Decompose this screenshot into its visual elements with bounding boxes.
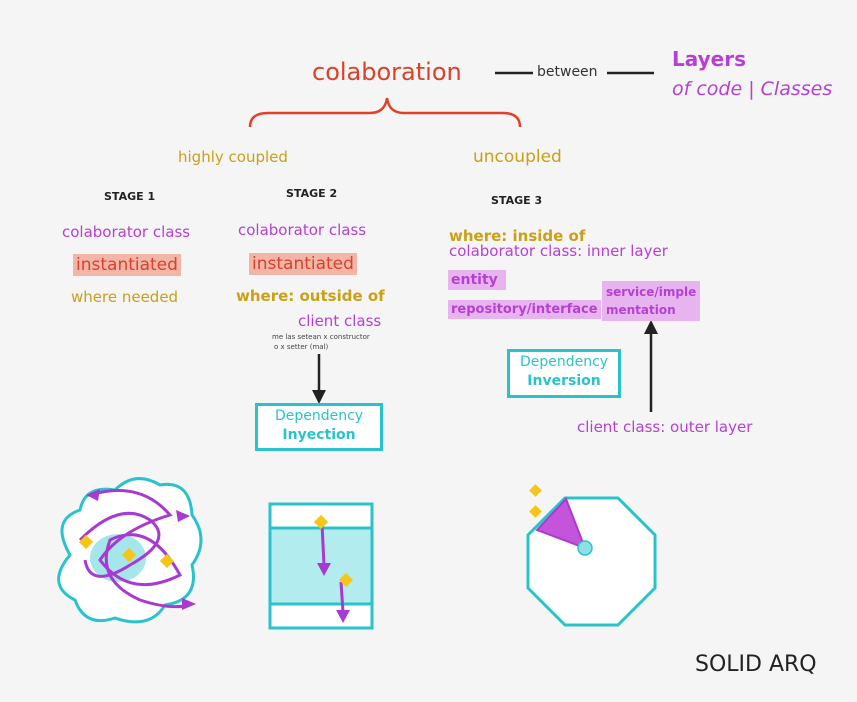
dependency-inversion-box: Dependency Inversion [507, 349, 621, 398]
between-label: between [537, 64, 598, 80]
uncoupled-label: uncoupled [473, 147, 562, 167]
stage3-inner-layer: colaborator class: inner layer [449, 242, 668, 260]
stage2-where: where: outside of [236, 287, 385, 305]
stage3-where: where: inside of [449, 227, 586, 245]
service-implementation-tag: service/imple mentation [602, 281, 701, 321]
colaboration-title: colaboration [312, 58, 462, 86]
layered-box-icon [268, 502, 374, 630]
stage2-note-1: me las setean x constructor [272, 333, 370, 341]
solid-arq-label: SOLID ARQ [695, 652, 817, 677]
entity-tag: entity [448, 270, 506, 290]
stage1-colaborator: colaborator class [62, 223, 191, 241]
arrow-head-stage2 [312, 390, 326, 404]
dependency-injection-line2: Inyection [282, 427, 356, 443]
repository-interface-tag: repository/interface [448, 300, 601, 319]
client-outer-layer: client class: outer layer [577, 418, 753, 436]
service-line1: service/imple [606, 285, 697, 299]
stage2-colaborator: colaborator class [238, 221, 367, 239]
stage2-title: STAGE 2 [286, 187, 338, 200]
stage1-instantiated: instantiated [73, 254, 181, 276]
layers-title: Layers [672, 47, 746, 71]
dependency-injection-line1: Dependency [274, 408, 364, 424]
arrow-head-stage3 [644, 320, 658, 334]
layers-subtitle: of code | Classes [672, 78, 833, 100]
stage1-where: where needed [71, 288, 179, 306]
stage1-title: STAGE 1 [104, 190, 156, 203]
dependency-injection-box: Dependency Inyection [255, 403, 383, 451]
stage2-note-2: o x setter (mal) [274, 343, 329, 351]
highly-coupled-label: highly coupled [178, 148, 288, 166]
dependency-inversion-line1: Dependency [519, 354, 609, 370]
dependency-inversion-line2: Inversion [527, 373, 601, 389]
curly-brace [248, 97, 522, 128]
octagon-icon [526, 484, 657, 627]
stage3-title: STAGE 3 [491, 194, 543, 207]
stage2-client-class: client class [298, 312, 382, 330]
service-line2: mentation [606, 303, 676, 317]
stage2-instantiated: instantiated [249, 253, 357, 275]
tangled-cloud-icon [57, 477, 203, 624]
